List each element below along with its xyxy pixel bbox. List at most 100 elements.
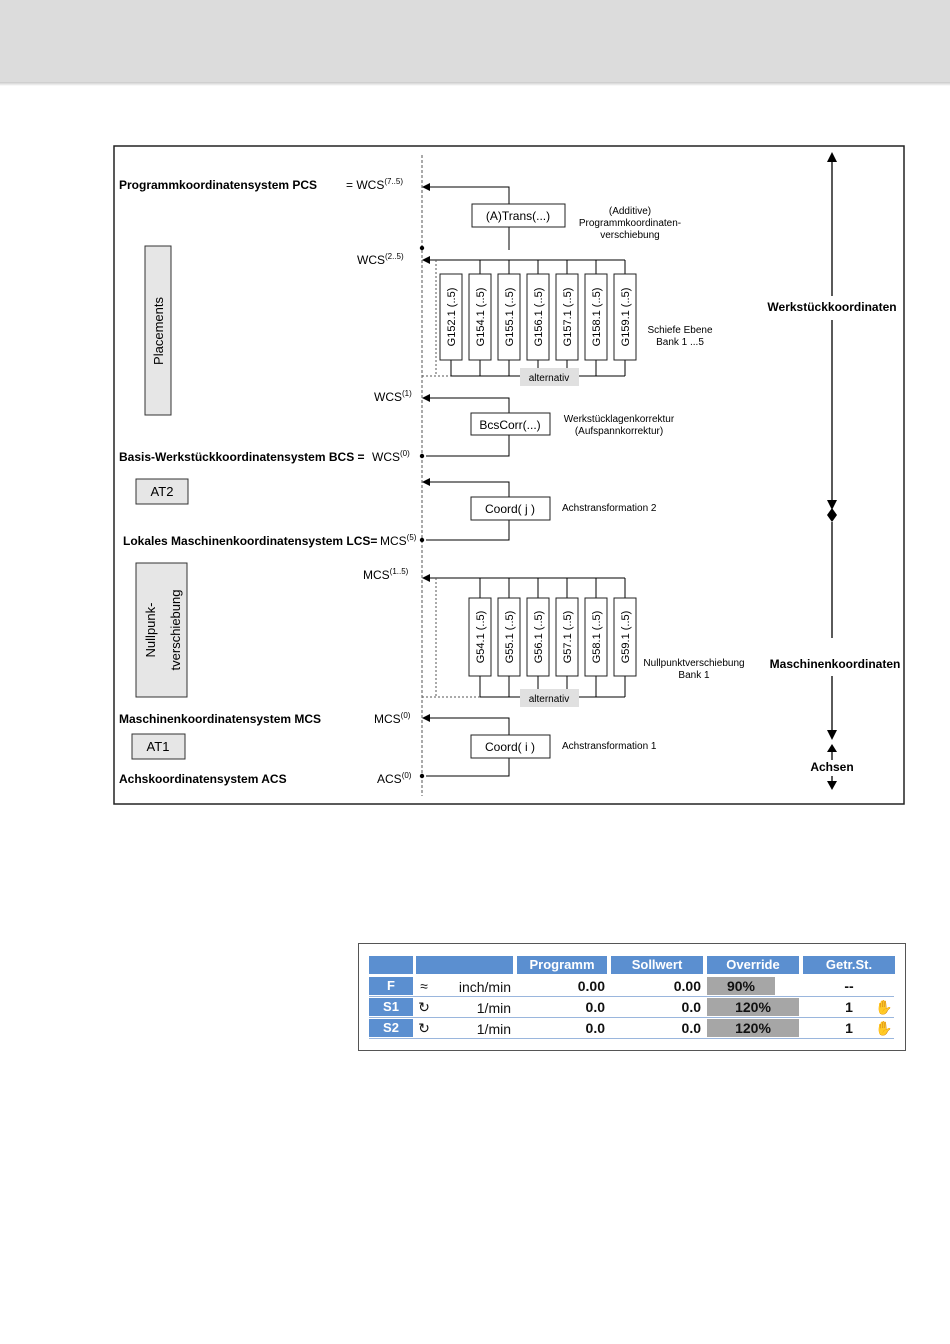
hand-icon: ✋ [875,1020,893,1036]
alternativ-label-upper: alternativ [529,373,570,384]
coord-i-note: Achstransformation 1 [562,741,657,752]
at2-label: AT2 [151,484,174,499]
lcs-label: Lokales Maschinenkoordinatensystem LCS= [123,534,377,548]
pcs-label: Programmkoordinatensystem PCS [119,178,317,192]
mcs-axis-label: MCS(0) [374,711,411,726]
header-sollwert: Sollwert [611,956,703,974]
g55-box [497,597,521,677]
row-f-sollwert: 0.00 [673,978,701,994]
g57-label: G57.1 (..5) [562,611,574,664]
row-s1-getr: 1 [845,999,853,1015]
mcs15-axis-label: MCS(1..5) [363,567,409,582]
coord-i-box-label: Coord( i ) [485,740,535,754]
g159-box [613,273,637,361]
axis-markers [419,245,425,779]
spindle-rotation-icon: ↻ [418,999,430,1015]
row-s2-getr: 1 [845,1020,853,1036]
feed-spindle-panel: Programm Sollwert Override Getr.St. F ≈ … [358,943,906,1051]
header-override: Override [707,956,799,974]
g158-box [584,273,608,361]
lcs-axis-label: MCS(5) [380,533,417,548]
mcs-label: Maschinenkoordinatensystem MCS [119,712,321,726]
row-f-programm: 0.00 [577,978,605,994]
at1-box [131,733,186,760]
trans-note-3: verschiebung [600,230,659,241]
nullpunkt-box [135,562,188,698]
placements-box [144,245,172,416]
row-s1-override-track: 120% [707,998,799,1016]
header-programm: Programm [517,956,607,974]
g158-label: G158.1 (..5) [591,288,603,347]
g59-box [613,597,637,677]
row-separator-3 [369,1038,894,1039]
g55-label: G55.1 (..5) [504,611,516,664]
schiefe-note-1: Schiefe Ebene [647,325,712,336]
bcscorr-note-2: (Aufspannkorrektur) [575,426,663,437]
coord-j-box-label: Coord( j ) [485,502,535,516]
g155-label: G155.1 (..5) [504,288,516,347]
g57-box [555,597,579,677]
row-separator-1 [369,996,894,997]
acs-label: Achskoordinatensystem ACS [119,772,287,786]
row-s2-unit: 1/min [476,1021,511,1037]
row-s2-override-bar: 120% [707,1019,799,1037]
diagram-frame [113,145,905,805]
row-label-f: F [369,977,413,995]
row-label-s1: S1 [369,998,413,1016]
page-header-shadow [0,82,950,86]
g157-box [555,273,579,361]
g152-label: G152.1 (..5) [446,288,458,347]
alternativ-box-upper [520,368,579,386]
coord-j-box [470,496,551,521]
annotations: (Additive) Programmkoordinaten- verschie… [562,206,745,752]
g56-box [526,597,550,677]
trans-note-1: (Additive) [609,206,651,217]
alternativ-box-lower [520,689,579,707]
null-note-2: Bank 1 [678,670,710,681]
g152-box [439,273,463,361]
acs-axis-label: ACS(0) [377,771,412,786]
dotted-connectors [422,260,480,698]
g155-box [497,273,521,361]
bcs-axis-label: WCS(0) [372,449,410,464]
g59-label: G59.1 (..5) [620,611,632,664]
header-getr-st: Getr.St. [803,956,895,974]
coord-i-box [470,734,551,759]
g15-boxes: G152.1 (..5) G154.1 (..5) G155.1 (..5) G… [439,273,637,361]
g58-label: G58.1 (..5) [591,611,603,664]
alternativ-label-lower: alternativ [529,694,570,705]
row-f-override-bar: 90% [707,977,775,995]
g156-label: G156.1 (..5) [533,288,545,347]
coord-j-note: Achstransformation 2 [562,503,657,514]
header-blank-unit [416,956,513,974]
nullpunkt-label-line1: Nullpunk- [143,603,158,658]
trans-note-2: Programmkoordinaten- [579,218,681,229]
werkstueck-range-label: Werkstückkoordinaten [767,300,896,314]
row-s2-sollwert: 0.0 [681,1020,701,1036]
trans-box [471,203,566,228]
placements-label: Placements [151,297,166,365]
g54-label: G54.1 (..5) [475,611,487,664]
row-s1-sollwert: 0.0 [681,999,701,1015]
trans-box-label: (A)Trans(...) [486,209,550,223]
at2-box [135,478,189,505]
row-s2-override-track: 120% [707,1019,799,1037]
pcs-axis-label: = WCS(7..5) [346,177,403,192]
wcs25-axis-label: WCS(2..5) [357,252,404,267]
row-s1-override-bar: 120% [707,998,799,1016]
g156-box [526,273,550,361]
bcscorr-note-1: Werkstücklagenkorrektur [564,414,675,425]
row-s2-programm: 0.0 [585,1020,605,1036]
achsen-range-label: Achsen [810,760,853,774]
g154-box [468,273,492,361]
row-f-getr: -- [844,978,854,994]
header-blank-label [369,956,413,974]
bcscorr-box-label: BcsCorr(...) [479,418,540,432]
spindle-rotation-icon: ↻ [418,1020,430,1036]
nullpunkt-label-line2: tverschiebung [168,590,183,671]
at1-label: AT1 [147,739,170,754]
page-header-band [0,0,950,82]
g56-label: G56.1 (..5) [533,611,545,664]
bcs-label: Basis-Werkstückkoordinatensystem BCS = [119,450,365,464]
